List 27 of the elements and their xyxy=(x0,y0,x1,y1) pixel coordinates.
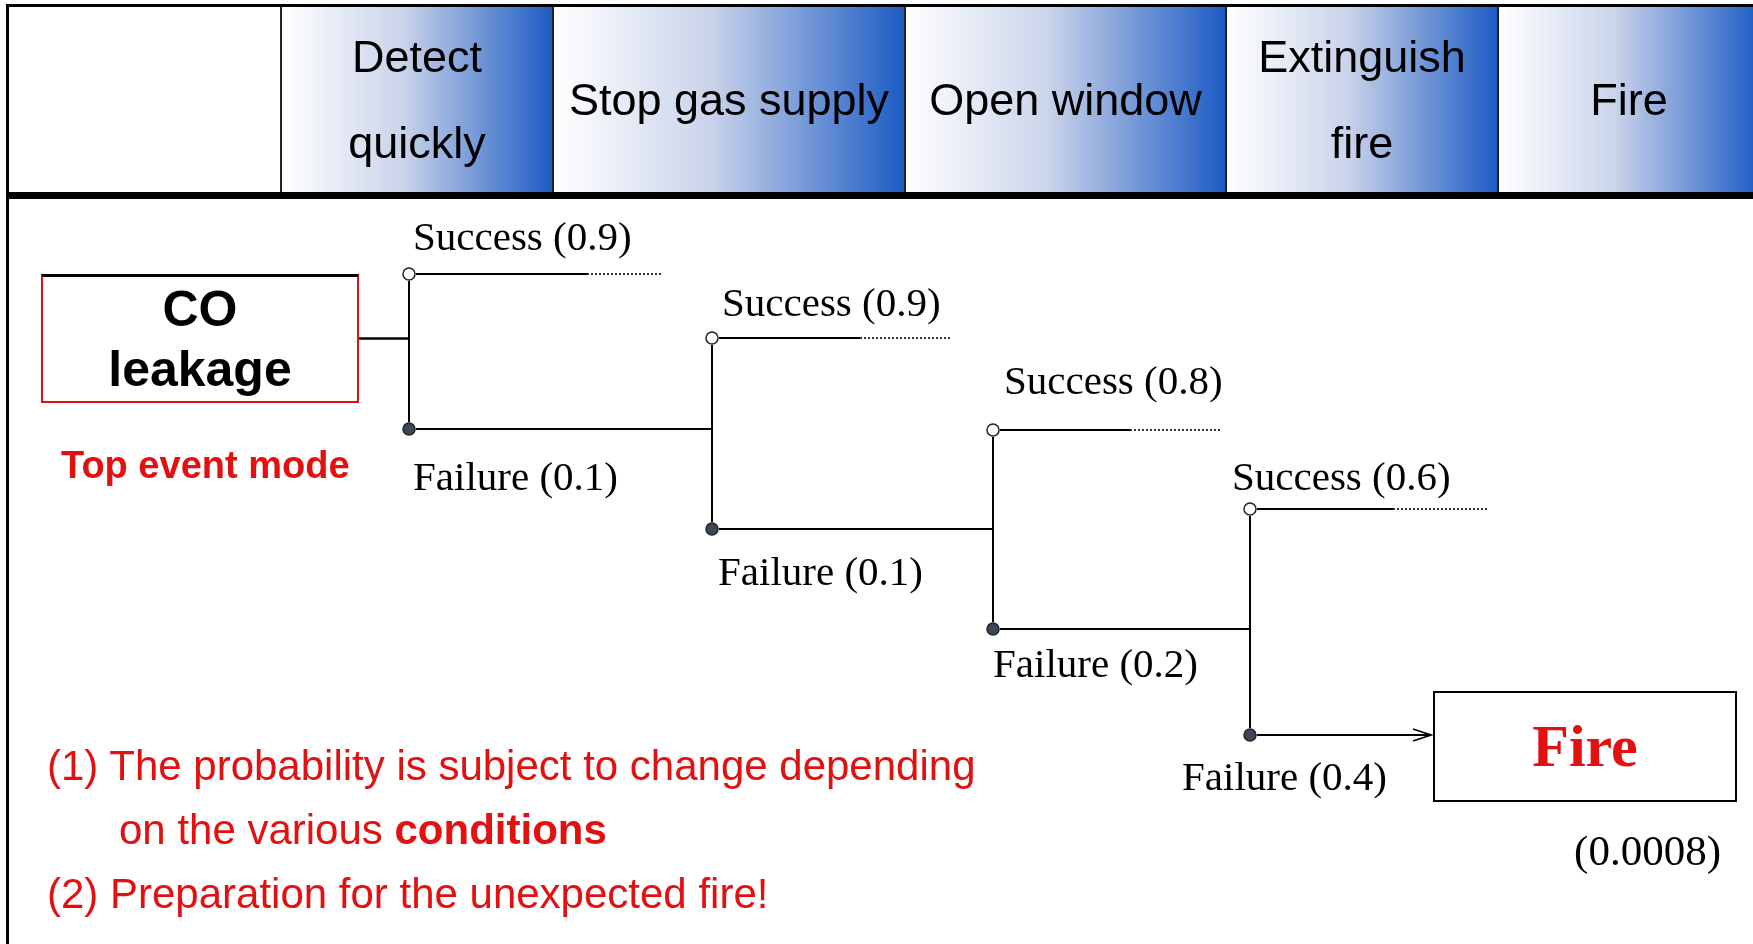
branch-line xyxy=(718,337,861,339)
edge-label: Success (0.9) xyxy=(722,278,941,326)
column-header: Stop gas supply xyxy=(552,7,904,192)
edge-label: Failure (0.4) xyxy=(1182,752,1387,800)
probability-text: (0.0008) xyxy=(1574,826,1721,875)
caption-text: Top event mode xyxy=(61,444,350,487)
branch-line xyxy=(415,273,588,275)
column-header: Open window xyxy=(904,7,1225,192)
branch-line xyxy=(999,429,1131,431)
outcome-name: Fire xyxy=(1532,712,1638,781)
edge-label: Success (0.8) xyxy=(1004,356,1223,404)
note-text: (1) The probability is subject to change depending on the various conditions xyxy=(47,741,977,855)
edge-label: Failure (0.1) xyxy=(413,452,618,500)
branch-line xyxy=(718,528,994,623)
edge-label: Success (0.6) xyxy=(1232,452,1451,500)
edge-label: Success (0.9) xyxy=(413,212,632,260)
edge-label: Failure (0.2) xyxy=(993,639,1198,687)
event-name: CO leakage xyxy=(107,280,293,399)
note-text: (2) Preparation for the unexpected fire! xyxy=(47,869,770,919)
column-header: Detect quickly xyxy=(280,7,552,192)
column-header: Extinguish fire xyxy=(1225,7,1497,192)
branch-line xyxy=(358,337,410,423)
branch-line xyxy=(1256,508,1394,510)
edge-label: Failure (0.1) xyxy=(718,547,923,595)
column-header: Fire xyxy=(1497,7,1753,192)
arrow xyxy=(1256,728,1432,742)
branch-line xyxy=(999,628,1251,729)
